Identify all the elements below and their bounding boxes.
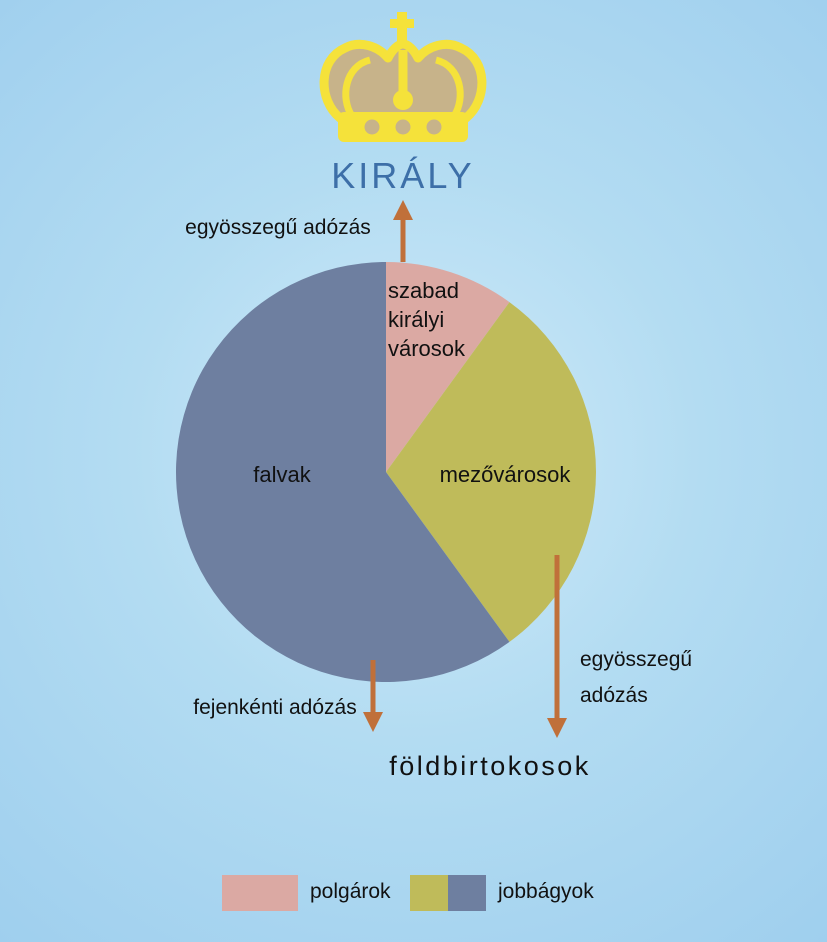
king-title: KIRÁLY: [331, 155, 474, 196]
legend-label-burghers: polgárok: [310, 880, 391, 903]
crown-icon: [319, 12, 487, 142]
pie-slice-villages: [176, 262, 510, 682]
legend: polgárok jobbágyok: [222, 875, 594, 911]
legend-swatch-serfs-villages: [448, 875, 486, 911]
per-capita-tax-label: fejenkénti adózás: [193, 696, 356, 719]
legend-swatch-burghers: [222, 875, 298, 911]
pie-label-villages: falvak: [253, 462, 311, 487]
tax-to-landlords-label-line2: adózás: [580, 684, 648, 707]
pie-slice-free-royal-towns: [386, 262, 510, 472]
pie-label-market-towns: mezővárosok: [440, 462, 572, 487]
landlords-title: földbirtokosok: [389, 751, 591, 781]
legend-swatch-serfs-market-towns: [410, 875, 448, 911]
tax-to-landlords-label-line1: egyösszegű: [580, 648, 692, 671]
pie-slice-market-towns: [386, 302, 597, 642]
tax-to-king-label: egyösszegű adózás: [185, 216, 371, 239]
legend-label-serfs: jobbágyok: [497, 880, 594, 903]
